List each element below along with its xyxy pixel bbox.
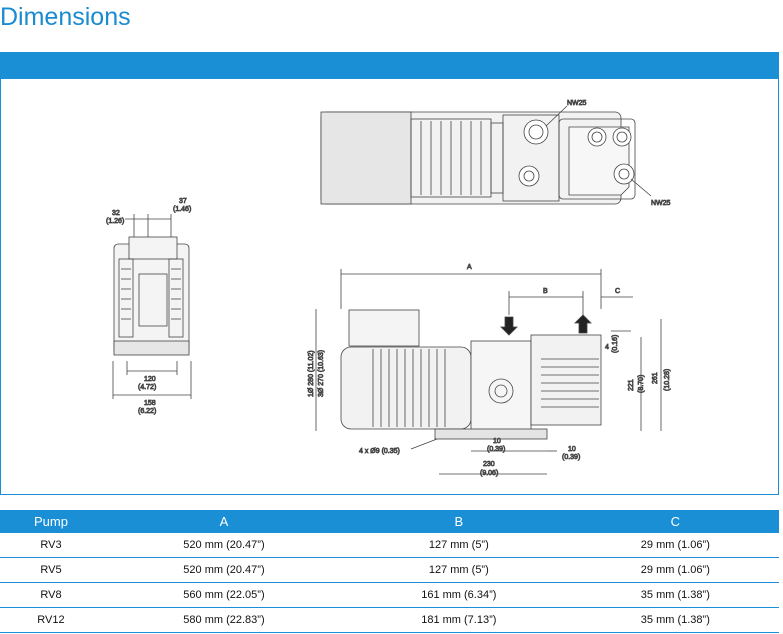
dim-158-label: 158 xyxy=(144,400,156,407)
cell-b: 127 mm (5”) xyxy=(345,533,572,558)
dim-b-label: B xyxy=(543,288,548,295)
header-a: A xyxy=(101,510,346,533)
table-header-row: Pump A B C xyxy=(0,510,779,533)
cell-c: 29 mm (1.06”) xyxy=(571,557,779,583)
nw25-top-label: NW25 xyxy=(567,100,587,107)
end-view-outline xyxy=(112,214,192,399)
cell-pump: RV3 xyxy=(0,533,102,558)
dim-261-inch-label: (10.28) xyxy=(664,369,671,391)
dim-holes-label: 4 x Ø9 (0.35) xyxy=(359,448,400,455)
header-b: B xyxy=(345,510,572,533)
cell-pump: RV5 xyxy=(0,557,102,583)
dim-230-label: 230 xyxy=(483,461,495,468)
cell-b: 161 mm (6.34”) xyxy=(345,582,572,608)
dim-4-label: 4 xyxy=(605,344,609,351)
dim-221-inch-label: (8.70) xyxy=(638,375,645,393)
dim-4-inch-label: (0.16) xyxy=(612,335,619,353)
dim-10b-label: 10 xyxy=(568,446,576,453)
header-c: C xyxy=(571,510,779,533)
dim-c-label: C xyxy=(615,288,620,295)
dim-37-inch-label: (1.46) xyxy=(173,206,191,213)
cell-c: 29 mm (1.06”) xyxy=(571,533,779,558)
cell-a: 520 mm (20.47”) xyxy=(101,557,346,583)
cell-a: 520 mm (20.47”) xyxy=(101,533,346,558)
dim-10a-inch-label: (0.39) xyxy=(487,446,505,453)
dim-a-label: A xyxy=(467,264,472,271)
page-title: Dimensions xyxy=(0,3,131,31)
table-row: RV3 520 mm (20.47”) 127 mm (5”) 29 mm (1… xyxy=(0,533,779,558)
dim-32-label: 32 xyxy=(112,210,120,217)
cell-c: 35 mm (1.38”) xyxy=(571,607,779,633)
cell-a: 580 mm (22.83”) xyxy=(101,607,346,633)
panel-header-bar xyxy=(1,53,778,79)
cell-c: 35 mm (1.38”) xyxy=(571,582,779,608)
dimension-drawing: NW25 NW25 xyxy=(106,100,672,478)
dim-120-label: 120 xyxy=(144,376,156,383)
top-view-outline xyxy=(320,105,652,205)
dim-37-label: 37 xyxy=(179,198,187,205)
dim-3phase-label: 3Ø 270 (10.63) xyxy=(318,350,325,397)
dim-10a-label: 10 xyxy=(493,438,501,445)
dim-10b-inch-label: (0.39) xyxy=(562,454,580,461)
side-view-outline xyxy=(315,269,662,475)
dim-261-label: 261 xyxy=(652,372,659,384)
dim-230-inch-label: (9.06) xyxy=(480,470,498,477)
nw25-bottom-label: NW25 xyxy=(651,200,671,207)
cell-pump: RV8 xyxy=(0,582,102,608)
cell-b: 127 mm (5”) xyxy=(345,557,572,583)
table-row: RV12 580 mm (22.83”) 181 mm (7.13”) 35 m… xyxy=(0,607,779,633)
cell-pump: RV12 xyxy=(0,607,102,633)
dimensions-table: Pump A B C RV3 520 mm (20.47”) 127 mm (5… xyxy=(0,510,779,633)
dim-120-inch-label: (4.72) xyxy=(138,384,156,391)
dimension-drawing-panel: NW25 NW25 xyxy=(0,52,779,495)
cell-a: 560 mm (22.05”) xyxy=(101,582,346,608)
dim-221-label: 221 xyxy=(628,379,635,391)
table-row: RV5 520 mm (20.47”) 127 mm (5”) 29 mm (1… xyxy=(0,557,779,583)
header-pump: Pump xyxy=(0,510,102,533)
cell-b: 181 mm (7.13”) xyxy=(345,607,572,633)
dim-1phase-label: 1Ø 280 (11.02) xyxy=(308,350,315,397)
table-row: RV8 560 mm (22.05”) 161 mm (6.34”) 35 mm… xyxy=(0,582,779,608)
dim-158-inch-label: (6.22) xyxy=(138,408,156,415)
dim-32-inch-label: (1.26) xyxy=(106,218,124,225)
